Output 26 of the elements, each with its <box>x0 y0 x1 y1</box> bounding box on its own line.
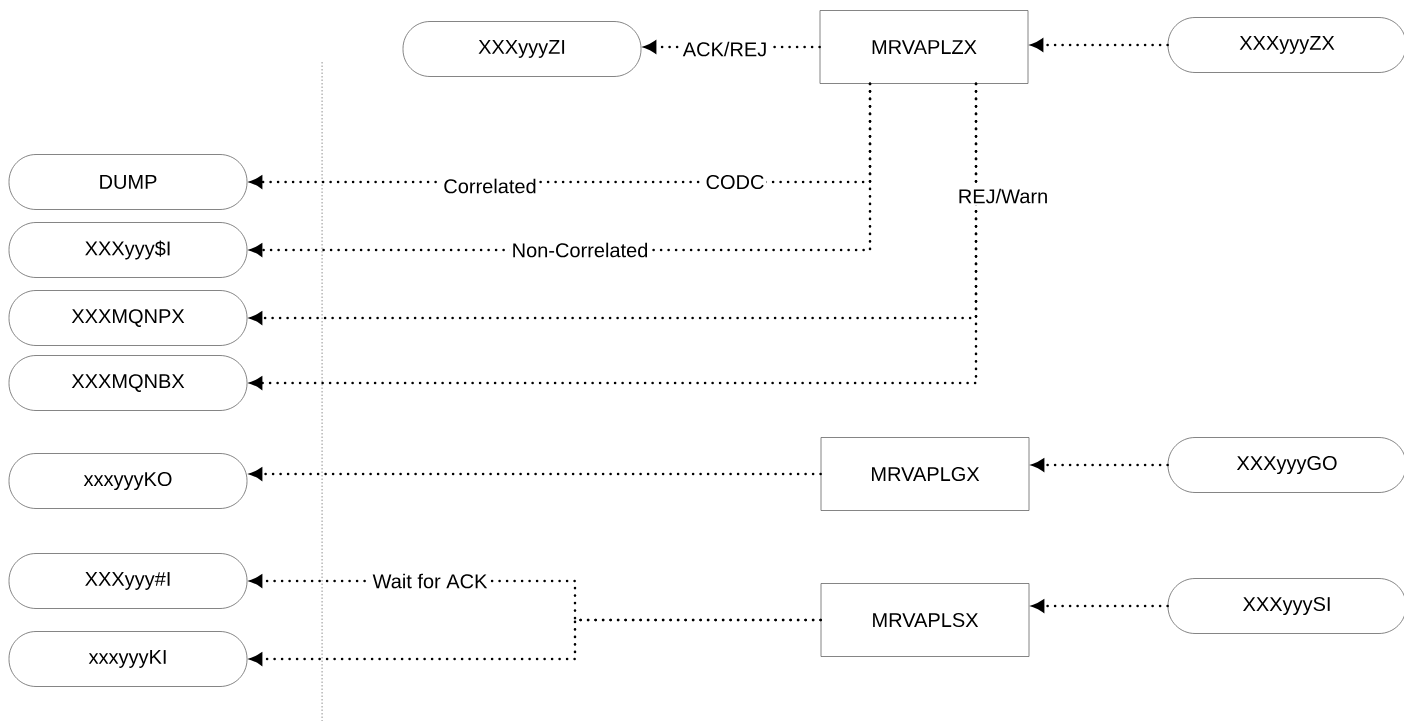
terminal-node: XXXMQNPX <box>8 290 248 346</box>
process-box: MRVAPLSX <box>820 583 1030 657</box>
edge-label: Correlated <box>441 176 539 196</box>
terminal-node: xxxyyyKI <box>8 631 248 687</box>
arrow <box>1032 458 1169 472</box>
process-box: MRVAPLGX <box>820 437 1030 511</box>
arrow <box>1032 599 1169 613</box>
terminal-node: XXXyyy$I <box>8 222 248 278</box>
arrow <box>250 82 978 390</box>
terminal-node: XXXMQNBX <box>8 355 248 411</box>
terminal-node: XXXyyyZX <box>1167 17 1404 73</box>
terminal-node: XXXyyyGO <box>1167 437 1404 493</box>
terminal-node: XXXyyyZI <box>402 21 642 77</box>
edge-label: Wait for ACK <box>370 571 490 591</box>
terminal-node: XXXyyySI <box>1167 578 1404 634</box>
arrow <box>1031 38 1169 52</box>
arrow <box>250 618 822 666</box>
terminal-node: DUMP <box>8 154 248 210</box>
edge-label: REJ/Warn <box>955 186 1051 206</box>
process-box: MRVAPLZX <box>819 10 1029 84</box>
terminal-node: XXXyyy#I <box>8 553 248 609</box>
arrow <box>250 467 822 481</box>
edge-label: ACK/REJ <box>680 39 770 59</box>
terminal-node: xxxyyyKO <box>8 453 248 509</box>
line-label: CODC <box>703 172 767 192</box>
edge-label: Non-Correlated <box>509 240 651 260</box>
